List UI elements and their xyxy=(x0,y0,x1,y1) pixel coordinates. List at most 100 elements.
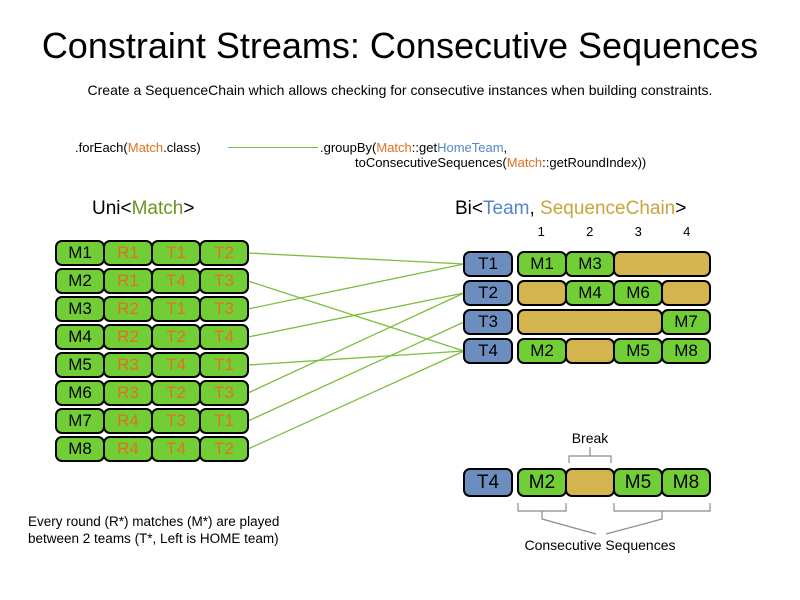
sequence-gap-cell xyxy=(565,338,615,364)
code-token-match: Match xyxy=(376,140,412,155)
sequence-match-cell: M3 xyxy=(565,251,615,277)
team-cell: T2 xyxy=(463,280,513,306)
round-column-header: 2 xyxy=(586,224,594,239)
team-sequence-row: T2 M4 M6 xyxy=(463,280,711,306)
match-cell: M3 xyxy=(55,296,105,322)
match-cell: M6 xyxy=(55,380,105,406)
home-team-cell: T1 xyxy=(151,296,201,322)
away-team-cell: T1 xyxy=(199,352,249,378)
code-groupby: .groupBy(Match::getHomeTeam, toConsecuti… xyxy=(320,140,646,170)
hdr-token: Bi< xyxy=(455,198,483,219)
round-column-header: 3 xyxy=(634,224,642,239)
team-cell: T1 xyxy=(463,251,513,277)
home-team-cell: T4 xyxy=(151,436,201,462)
sequence-gap-cell xyxy=(565,468,615,497)
consecutive-sequences-label: Consecutive Sequences xyxy=(524,537,676,553)
sequence-bar: M1 M3 xyxy=(517,251,711,277)
match-row: M4 R2 T2 T4 xyxy=(55,324,249,350)
home-team-cell: T4 xyxy=(151,352,201,378)
sequence-match-cell: M7 xyxy=(661,309,711,335)
round-cell: R1 xyxy=(103,268,153,294)
footnote: Every round (R*) matches (M*) are played… xyxy=(28,513,279,547)
away-team-cell: T4 xyxy=(199,324,249,350)
break-example-row: T4 M2 M5 M8 xyxy=(463,468,711,497)
match-row: M5 R3 T4 T1 xyxy=(55,352,249,378)
code-token: toConsecutiveSequences( xyxy=(355,155,507,170)
match-row: M7 R4 T3 T1 xyxy=(55,408,249,434)
hdr-token: , xyxy=(529,198,541,219)
away-team-cell: T2 xyxy=(199,436,249,462)
round-column-header: 1 xyxy=(537,224,545,239)
team-sequence-row: T3 M7 xyxy=(463,309,711,335)
sequence-match-cell: M8 xyxy=(661,338,711,364)
match-cell: M7 xyxy=(55,408,105,434)
sequence-bar: M2 M5 M8 xyxy=(517,468,711,497)
home-team-cell: T2 xyxy=(151,324,201,350)
round-column-headers: 1 2 3 4 xyxy=(517,224,711,239)
code-token: .groupBy( xyxy=(320,140,377,155)
home-team-cell: T3 xyxy=(151,408,201,434)
away-team-cell: T2 xyxy=(199,240,249,266)
sequence-match-cell: M5 xyxy=(613,338,663,364)
round-cell: R2 xyxy=(103,324,153,350)
sequence-gap-cell xyxy=(661,280,711,306)
sequence-gap-cell xyxy=(613,251,711,277)
code-token: .class) xyxy=(163,140,201,155)
home-team-cell: T2 xyxy=(151,380,201,406)
bi-sequence-grid: T1 M1 M3 T2 M4 M6 T3 M7 T4 xyxy=(463,251,711,367)
code-token-match: Match xyxy=(506,155,543,170)
hdr-token-chain: SequenceChain xyxy=(540,198,676,219)
match-cell: M8 xyxy=(55,436,105,462)
sequence-match-cell: M1 xyxy=(517,251,567,277)
hdr-token-match: Match xyxy=(131,198,184,219)
sequence-bar: M2 M5 M8 xyxy=(517,338,711,364)
sequence-bar: M7 xyxy=(517,309,711,335)
match-cell: M2 xyxy=(55,268,105,294)
sequence-bar: M4 M6 xyxy=(517,280,711,306)
team-cell: T3 xyxy=(463,309,513,335)
hdr-token: > xyxy=(675,198,687,219)
consecutive-bracket-left xyxy=(517,503,597,535)
code-foreach: .forEach(Match.class) xyxy=(75,140,201,155)
code-groupby-line1: .groupBy(Match::getHomeTeam, xyxy=(320,140,646,155)
code-token-match: Match xyxy=(127,140,164,155)
team-cell: T4 xyxy=(463,338,513,364)
away-team-cell: T3 xyxy=(199,296,249,322)
footnote-line2: between 2 teams (T*, Left is HOME team) xyxy=(28,531,279,546)
sequence-match-cell: M5 xyxy=(613,468,663,497)
break-bracket xyxy=(568,447,612,463)
away-team-cell: T3 xyxy=(199,268,249,294)
away-team-cell: T3 xyxy=(199,380,249,406)
consecutive-bracket-right xyxy=(605,503,711,535)
hdr-token-team: Team xyxy=(483,198,530,219)
match-row: M2 R1 T4 T3 xyxy=(55,268,249,294)
match-row: M6 R3 T2 T3 xyxy=(55,380,249,406)
round-cell: R2 xyxy=(103,296,153,322)
code-token: .forEach( xyxy=(75,140,128,155)
team-cell: T4 xyxy=(463,468,513,497)
slide-subtitle: Create a SequenceChain which allows chec… xyxy=(87,82,713,98)
code-token: ::get xyxy=(411,140,438,155)
round-cell: R1 xyxy=(103,240,153,266)
match-cell: M5 xyxy=(55,352,105,378)
hdr-token: > xyxy=(183,198,195,219)
hdr-token: Uni< xyxy=(92,198,132,219)
match-row: M8 R4 T4 T2 xyxy=(55,436,249,462)
team-sequence-row: T4 M2 M5 M8 xyxy=(463,338,711,364)
home-team-cell: T1 xyxy=(151,240,201,266)
sequence-match-cell: M2 xyxy=(517,338,567,364)
match-cell: M4 xyxy=(55,324,105,350)
sequence-match-cell: M4 xyxy=(565,280,615,306)
home-team-cell: T4 xyxy=(151,268,201,294)
sequence-match-cell: M2 xyxy=(517,468,567,497)
code-groupby-line2: toConsecutiveSequences(Match::getRoundIn… xyxy=(320,155,646,170)
match-cell: M1 xyxy=(55,240,105,266)
sequence-gap-cell xyxy=(517,280,567,306)
team-sequence-row: T1 M1 M3 xyxy=(463,251,711,277)
round-cell: R3 xyxy=(103,352,153,378)
round-column-header: 4 xyxy=(683,224,691,239)
break-label: Break xyxy=(571,430,609,446)
bi-team-sequencechain-header: Bi<Team, SequenceChain> xyxy=(455,198,686,220)
slide-title: Constraint Streams: Consecutive Sequence… xyxy=(41,25,759,66)
